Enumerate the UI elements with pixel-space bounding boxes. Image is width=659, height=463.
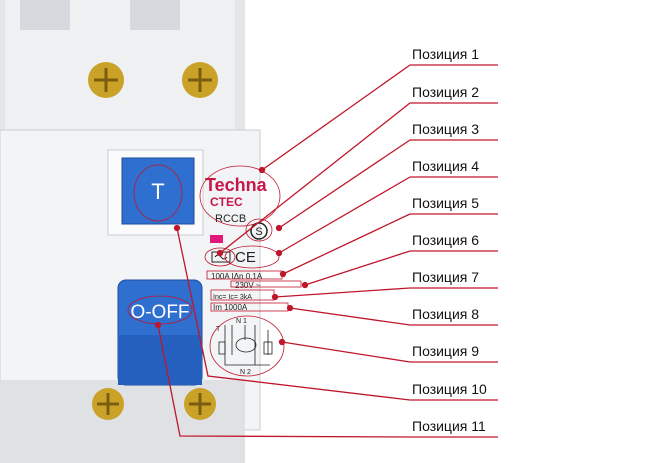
top-left-screw-icon: [88, 62, 124, 98]
leader-line: [281, 341, 411, 363]
leader-line: [219, 102, 411, 254]
position-label-7: Позиция 7: [412, 269, 480, 285]
arrowhead-icon: [154, 321, 162, 329]
rating-text: 100A IΔn 0,1A: [211, 272, 263, 281]
leader-line: [274, 287, 411, 298]
leader-line: [157, 324, 411, 438]
annotation-leader-lines: [154, 64, 498, 438]
position-label-4: Позиция 4: [412, 158, 480, 174]
position-label-1: Позиция 1: [412, 46, 480, 62]
position-label-2: Позиция 2: [412, 84, 480, 100]
wiring-diagram-icon: [218, 325, 273, 366]
short-circuit-text: Inc= Ic= 3kA: [213, 294, 252, 301]
leader-line: [282, 213, 411, 275]
bottom-right-screw-icon: [184, 388, 216, 420]
leader-line: [278, 139, 411, 229]
leader-line: [289, 307, 411, 326]
arrowhead-icon: [275, 224, 283, 232]
arrowhead-icon: [279, 270, 287, 278]
brand-logo: Techna: [205, 175, 268, 195]
arrowhead-icon: [275, 249, 283, 257]
voltage-text: 230V ~: [235, 281, 261, 290]
diagram-bottom-label: N 2: [240, 369, 251, 376]
diagram-t-label: T: [216, 326, 221, 333]
position-label-8: Позиция 8: [412, 306, 480, 322]
im-text: Im 1000A: [213, 303, 248, 312]
leader-line: [261, 64, 411, 171]
indicator-window: [210, 235, 223, 243]
arrowhead-icon: [301, 281, 309, 289]
type-label: RCCB: [215, 213, 246, 225]
position-label-11: Позиция 11: [412, 418, 486, 434]
top-right-screw-icon: [182, 62, 218, 98]
arrowhead-icon: [271, 293, 279, 301]
arrowhead-icon: [216, 249, 224, 257]
position-label-3: Позиция 3: [412, 121, 480, 137]
position-label-6: Позиция 6: [412, 232, 480, 248]
bottom-left-screw-icon: [92, 388, 124, 420]
lever-label: O-OFF: [130, 302, 189, 323]
arrowhead-icon: [258, 166, 266, 174]
leader-line: [176, 227, 411, 401]
s-mark: S: [255, 226, 262, 238]
sub-brand: CTEC: [210, 195, 243, 209]
diagram-top-label: N 1: [236, 318, 247, 325]
position-label-9: Позиция 9: [412, 343, 480, 359]
arrowhead-icon: [286, 304, 294, 312]
test-button-label: T: [151, 179, 164, 204]
leader-line: [304, 250, 411, 286]
ce-mark: CE: [235, 249, 256, 266]
position-label-10: Позиция 10: [412, 381, 487, 397]
arrowhead-icon: [278, 338, 286, 346]
position-label-5: Позиция 5: [412, 195, 480, 211]
arrowhead-icon: [173, 224, 181, 232]
leader-line: [278, 176, 411, 254]
